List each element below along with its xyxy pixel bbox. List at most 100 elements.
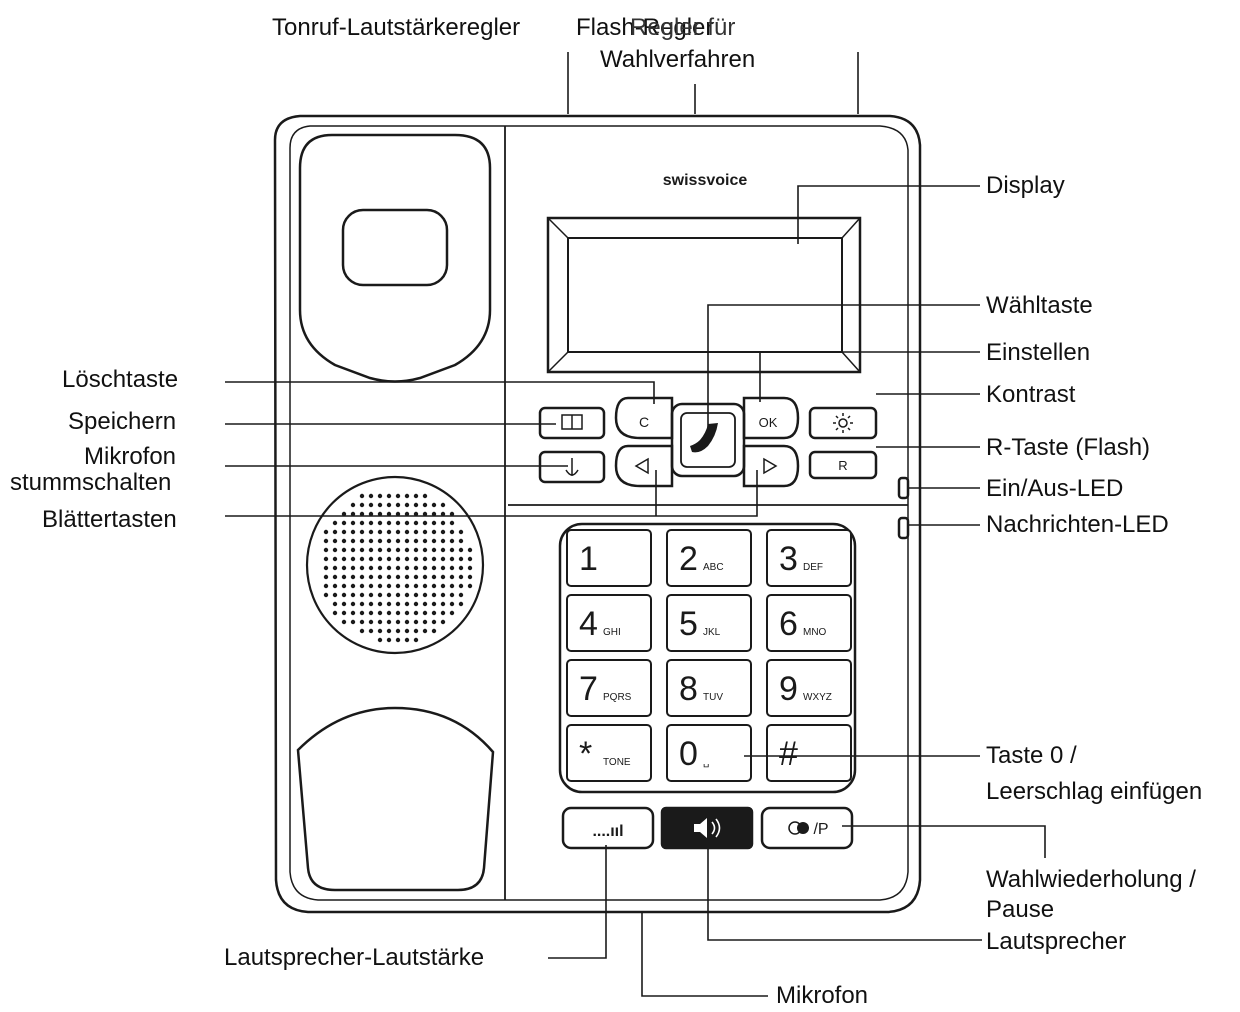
grille-dot <box>332 583 338 589</box>
grille-dot <box>404 610 410 616</box>
keypad-key-1[interactable]: 1 <box>566 529 652 587</box>
grille-dot <box>449 556 455 562</box>
grille-dot <box>431 583 437 589</box>
grille-dot <box>368 583 374 589</box>
grille-dot <box>422 547 428 553</box>
keypad-key-frame[interactable] <box>566 659 652 717</box>
grille-dot <box>350 511 356 517</box>
grille-dot <box>413 592 419 598</box>
keypad-key-frame[interactable] <box>666 594 752 652</box>
grille-dot <box>341 592 347 598</box>
grille-dot <box>368 565 374 571</box>
keypad-key-frame[interactable] <box>566 594 652 652</box>
keypad-key-frame[interactable] <box>666 529 752 587</box>
ok-key[interactable] <box>742 396 800 440</box>
clear-key[interactable] <box>614 396 674 440</box>
keypad-digit: 4 <box>579 605 598 643</box>
grille-dot <box>431 502 437 508</box>
grille-dot <box>323 583 329 589</box>
contrast-key[interactable] <box>808 406 878 440</box>
keypad-key-hash[interactable]: # <box>766 724 852 782</box>
keypad-key-frame[interactable] <box>766 724 852 782</box>
grille-dot <box>350 565 356 571</box>
mute-key[interactable] <box>538 450 606 484</box>
grille-dot <box>359 610 365 616</box>
label-display: Display <box>986 172 1065 199</box>
grille-dot <box>413 601 419 607</box>
label-taste0-1: Taste 0 / <box>986 742 1077 769</box>
keypad-key-frame[interactable] <box>566 529 652 587</box>
grille-dot <box>359 547 365 553</box>
grille-dot <box>350 583 356 589</box>
grille-dot <box>368 547 374 553</box>
label-mikrofon-stumm-2: stummschalten <box>10 469 172 496</box>
grille-dot <box>431 619 437 625</box>
grille-dot <box>368 529 374 535</box>
keypad-key-frame[interactable] <box>766 594 852 652</box>
grille-dot <box>386 619 392 625</box>
keypad-letters: TUV <box>703 692 723 703</box>
grille-dot <box>350 529 356 535</box>
grille-dot <box>458 592 464 598</box>
keypad-key-0[interactable]: 0␣ <box>666 724 752 782</box>
grille-dot <box>413 565 419 571</box>
keypad-key-frame[interactable] <box>666 724 752 782</box>
label-speichern: Speichern <box>68 408 177 435</box>
scroll-right-key[interactable] <box>742 444 800 488</box>
speaker-icon <box>694 818 707 838</box>
grille-dot <box>395 601 401 607</box>
volume-key-label: ....ııl <box>592 823 623 840</box>
grille-dot <box>341 583 347 589</box>
keypad-key-frame[interactable] <box>566 724 652 782</box>
grille-dot <box>377 520 383 526</box>
grille-dot <box>332 538 338 544</box>
grille-dot <box>350 547 356 553</box>
grille-dot <box>431 511 437 517</box>
label-mikrofon: Mikrofon <box>776 982 869 1009</box>
keypad-letters: GHI <box>603 627 621 638</box>
grille-dot <box>350 556 356 562</box>
grille-dot <box>395 493 401 499</box>
handset-icon <box>690 423 718 453</box>
grille-dot <box>350 610 356 616</box>
redial-key[interactable] <box>760 806 854 850</box>
keypad-key-frame[interactable] <box>666 659 752 717</box>
grille-dot <box>422 619 428 625</box>
grille-dot <box>341 538 347 544</box>
grille-dot <box>404 520 410 526</box>
grille-dot <box>368 619 374 625</box>
scroll-left-key[interactable] <box>614 444 674 488</box>
keypad-key-star[interactable]: *TONE <box>566 724 652 782</box>
label-mikrofon-stumm-1: Mikrofon <box>84 443 177 470</box>
grille-dot <box>341 511 347 517</box>
phonebook-key[interactable] <box>538 406 606 440</box>
r-key[interactable] <box>808 450 878 480</box>
speaker-volume-key[interactable] <box>561 806 655 850</box>
grille-dot <box>458 601 464 607</box>
grille-dot <box>359 493 365 499</box>
grille-dot <box>386 601 392 607</box>
grille-dot <box>422 610 428 616</box>
grille-dot <box>404 619 410 625</box>
grille-dot <box>386 637 392 643</box>
grille-dot <box>467 547 473 553</box>
keypad-digit: 0 <box>679 735 698 773</box>
grille-dot <box>413 610 419 616</box>
grille-dot <box>377 511 383 517</box>
keypad-key-frame[interactable] <box>766 659 852 717</box>
keypad-key-frame[interactable] <box>766 529 852 587</box>
phone-body <box>273 114 922 914</box>
redial-key-label: /P <box>813 821 828 838</box>
grille-dot <box>404 583 410 589</box>
grille-dot <box>359 538 365 544</box>
label-lautsprecher-lautstaerke: Lautsprecher-Lautstärke <box>224 944 485 971</box>
leader-lautsprecher <box>707 830 982 941</box>
